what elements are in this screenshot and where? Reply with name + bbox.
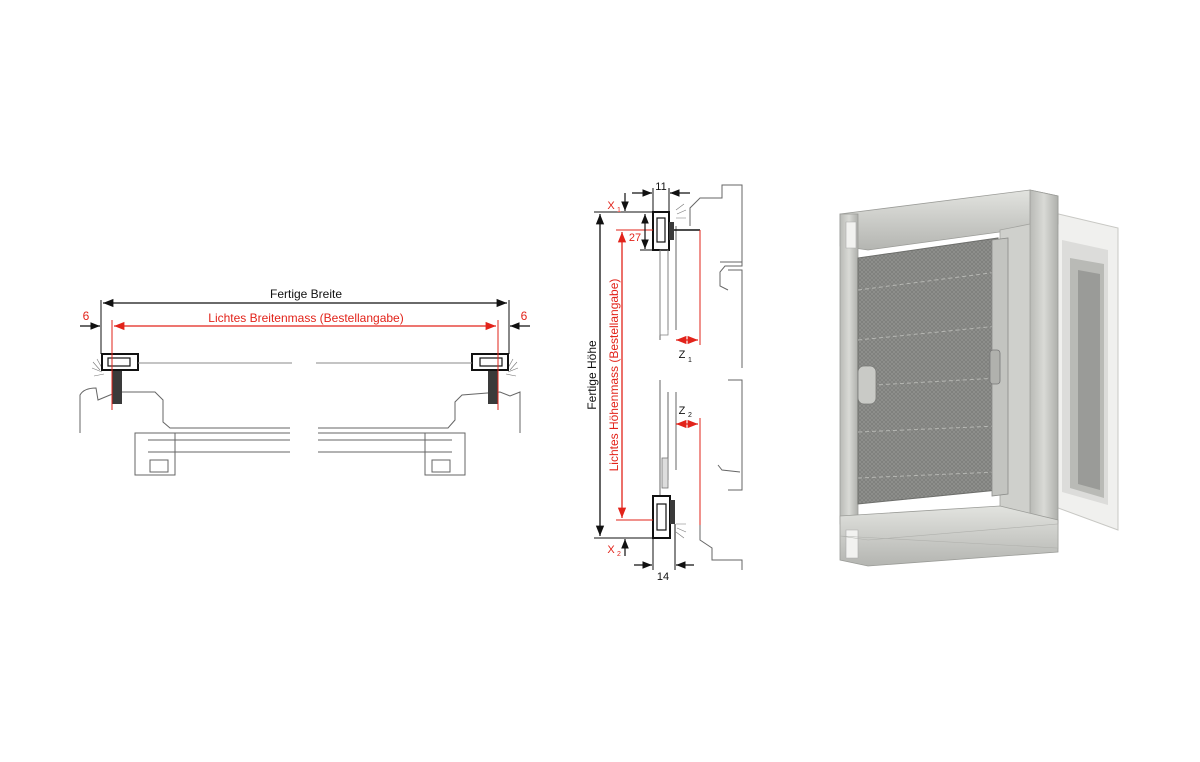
screen-profile-left <box>101 353 139 371</box>
depth-14-value: 14 <box>657 571 669 583</box>
finished-height-label: Fertige Höhe <box>585 340 599 410</box>
screen-profile-right <box>471 353 509 371</box>
frame-bottom-bar <box>839 505 1059 567</box>
z2-subscript: 2 <box>688 412 692 419</box>
offset-left-value: 6 <box>83 309 90 323</box>
offset-right-value: 6 <box>521 309 528 323</box>
clear-width-label: Lichtes Breitenmass (Bestellangabe) <box>208 311 403 325</box>
brush-seal-top <box>675 203 687 219</box>
bottom-screen-profile <box>652 457 675 539</box>
top-screen-profile <box>652 211 700 251</box>
mesh-pleats <box>857 271 999 479</box>
product-rendering <box>839 189 1119 567</box>
window-sash <box>1049 211 1119 531</box>
frame-left-post <box>839 213 859 525</box>
gasket-left <box>112 370 122 404</box>
x2-letter: X <box>607 544 615 556</box>
clear-height-label: Lichtes Höhenmass (Bestellangabe) <box>607 279 621 472</box>
z2-letter: Z <box>679 405 686 417</box>
handle-right <box>989 349 1001 385</box>
x1-letter: X <box>607 200 615 212</box>
window-frame-section <box>79 387 521 476</box>
finished-width-label: Fertige Breite <box>270 287 342 301</box>
brush-seal-right <box>505 358 519 377</box>
x2-subscript: 2 <box>617 551 621 558</box>
z1-subscript: 1 <box>688 357 692 364</box>
side-rail-top <box>659 249 669 336</box>
gasket-right <box>488 370 498 404</box>
brush-seal-left <box>91 358 105 377</box>
frame-right-post <box>1029 189 1059 549</box>
height-section-drawing: Fertige Höhe Lichtes Höhenmass (Bestella… <box>585 181 743 583</box>
z1-letter: Z <box>679 349 686 361</box>
x1-subscript: 1 <box>617 207 621 214</box>
width-section-drawing: Fertige Breite Lichtes Breitenmass (Best… <box>79 287 530 476</box>
insect-mesh <box>857 237 999 505</box>
profile-27-value: 27 <box>629 232 641 244</box>
depth-11-value: 11 <box>655 181 666 193</box>
handle-left <box>857 365 877 405</box>
brush-seal-bottom <box>675 523 687 539</box>
